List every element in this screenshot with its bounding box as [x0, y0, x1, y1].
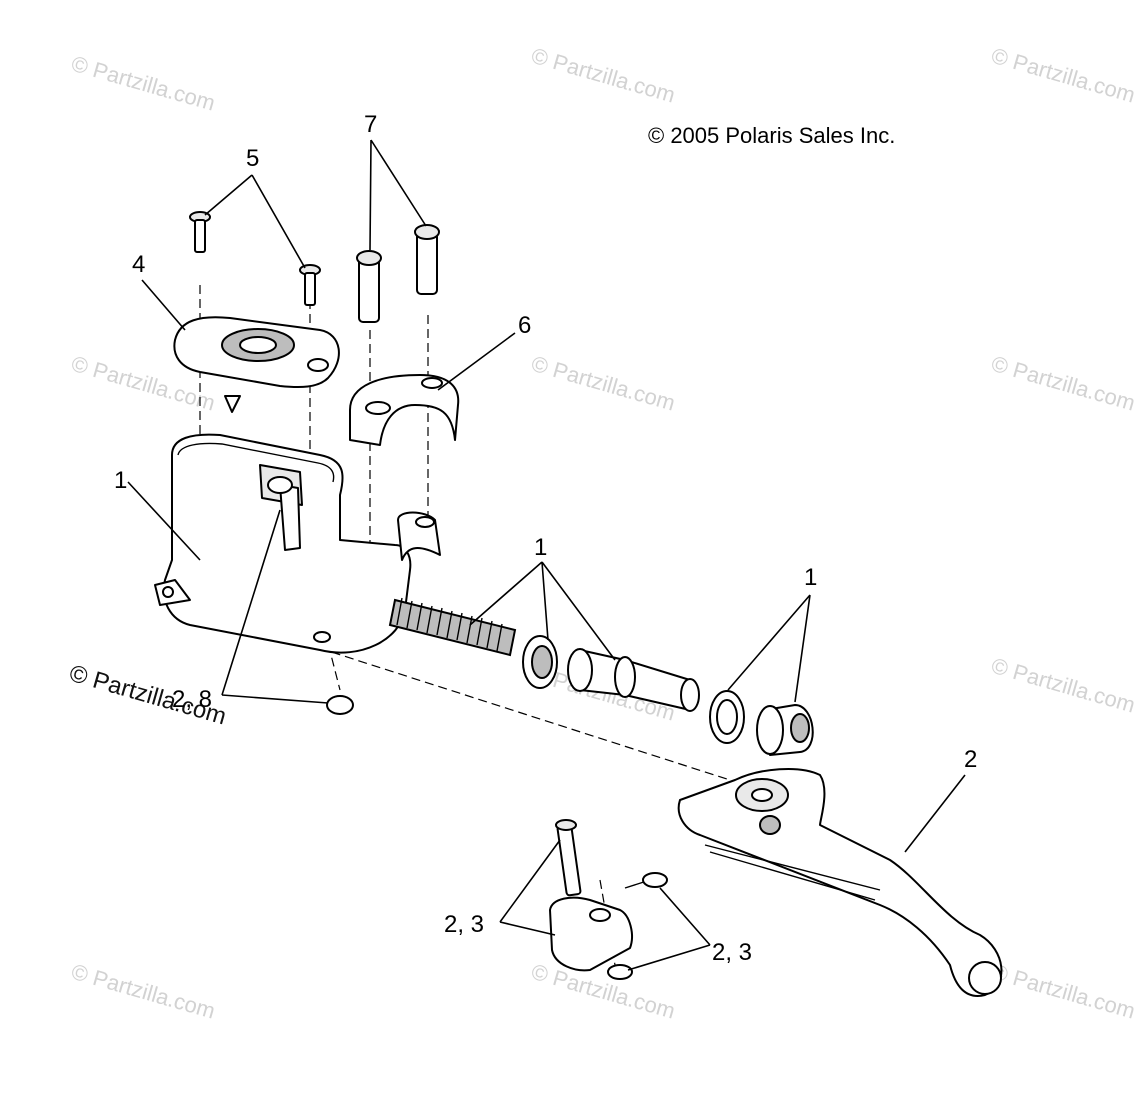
cover-screw-right — [299, 264, 321, 306]
watermark-9: © Partzilla.com — [69, 959, 218, 1024]
copyright-text: © 2005 Polaris Sales Inc. — [648, 123, 895, 148]
callout-2-3-spring: 2, 3 — [712, 939, 752, 966]
brake-lever — [677, 767, 1003, 997]
watermark-8: © Partzilla.com — [989, 653, 1138, 718]
master-cylinder-body — [154, 433, 441, 654]
clamp-bolt-left — [356, 250, 382, 323]
callout-1-piston: 1 — [534, 534, 547, 561]
watermark-5: © Partzilla.com — [529, 351, 678, 416]
reservoir-cover — [173, 316, 340, 413]
return-spring — [624, 872, 668, 889]
snap-ring — [326, 695, 354, 715]
piston — [567, 648, 700, 712]
callout-4: 4 — [132, 251, 145, 278]
pivot-bracket — [549, 896, 633, 972]
watermark-10: © Partzilla.com — [529, 959, 678, 1024]
callout-1-reservoir: 1 — [114, 467, 127, 494]
watermark-11: © Partzilla.com — [989, 959, 1138, 1024]
callout-2-8: 2, 8 — [172, 686, 212, 713]
watermark-6: © Partzilla.com — [989, 351, 1138, 416]
callout-7: 7 — [364, 111, 377, 138]
callout-5: 5 — [246, 145, 259, 172]
cover-screw-left — [189, 211, 211, 253]
piston-cup — [522, 635, 558, 689]
callout-1-boot: 1 — [804, 564, 817, 591]
callout-2-3-pin: 2, 3 — [444, 911, 484, 938]
pivot-clip — [607, 964, 633, 980]
pivot-pin — [555, 819, 582, 897]
clamp-top — [349, 374, 460, 446]
callout-2-lever: 2 — [964, 746, 977, 773]
clamp-bolt-right — [414, 224, 440, 295]
boot-washer — [709, 690, 745, 744]
callouts: 5 7 4 6 1 1 1 2, 8 2 2, 3 2, 3 — [114, 111, 977, 971]
callout-6: 6 — [518, 312, 531, 339]
watermark-2: © Partzilla.com — [529, 43, 678, 108]
piston-spring — [388, 597, 517, 657]
watermark-3: © Partzilla.com — [989, 43, 1138, 108]
dust-boot — [756, 704, 814, 756]
watermark-1: © Partzilla.com — [69, 51, 218, 116]
